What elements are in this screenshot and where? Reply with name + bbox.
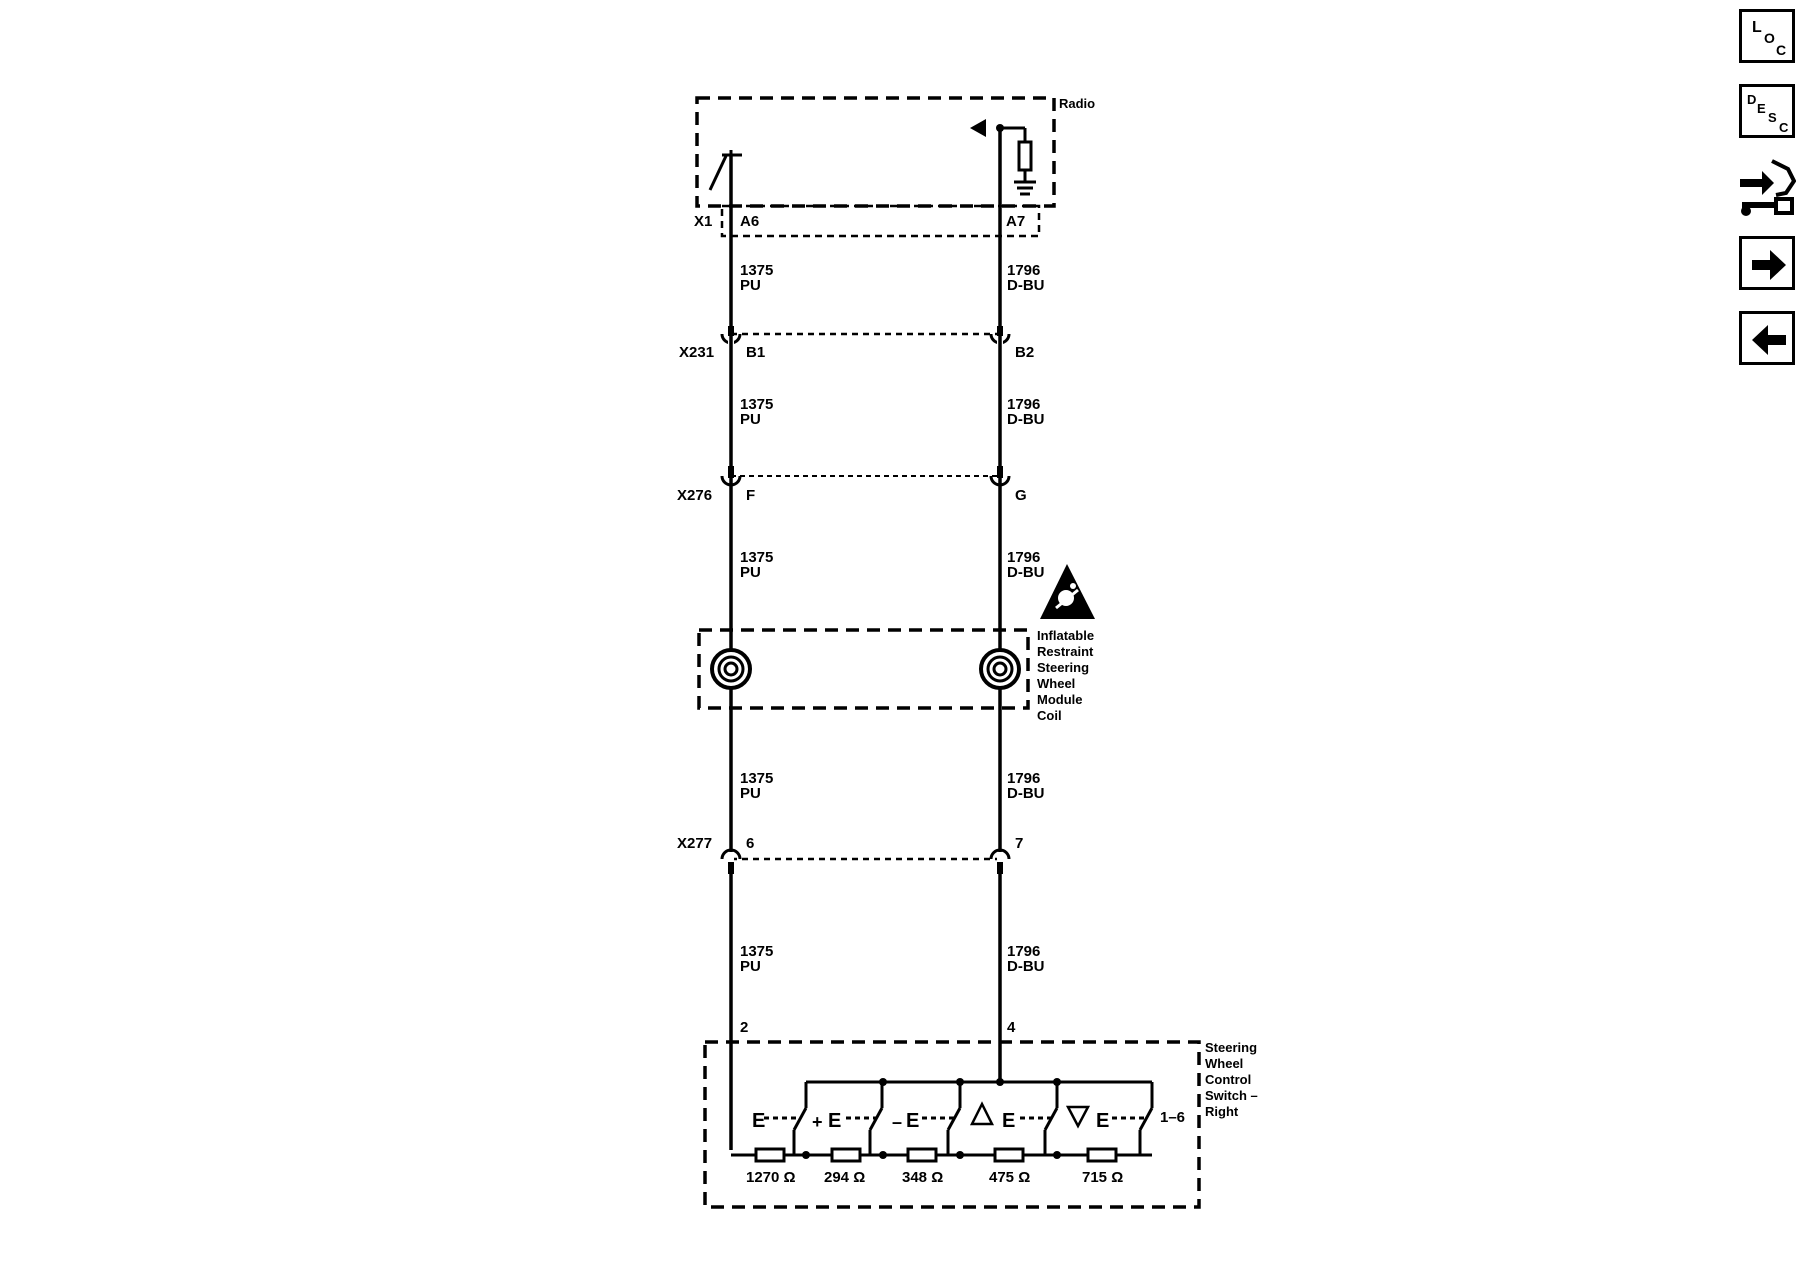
resistor-label-3: 348 Ω <box>902 1169 943 1186</box>
switch-range-label: 1–6 <box>1160 1109 1185 1126</box>
wire-left-color-2: PU <box>740 411 761 428</box>
x277-left-pin: 6 <box>746 835 754 852</box>
wire-left-color-1: PU <box>740 277 761 294</box>
svg-text:Wheel: Wheel <box>1037 676 1075 691</box>
wire-left-circuit-4: 1375 <box>740 770 773 787</box>
location-button[interactable]: L O C <box>1739 9 1795 63</box>
switch-junction-dots <box>802 1078 1061 1159</box>
svg-text:Wheel: Wheel <box>1205 1056 1243 1071</box>
radio-pullup-symbol <box>1000 126 1036 196</box>
resistor-label-4: 475 Ω <box>989 1169 1030 1186</box>
svg-text:Switch –: Switch – <box>1205 1088 1258 1103</box>
connector-tools-icon[interactable] <box>1736 155 1797 221</box>
radio-switch-symbol <box>708 150 742 191</box>
switch-left-pin: 2 <box>740 1019 748 1036</box>
arrow-right-icon <box>1752 250 1786 280</box>
arrow-left-icon <box>1752 325 1786 355</box>
volume-down-triangle-icon <box>1065 1105 1091 1129</box>
x231-left-pin: B1 <box>746 344 765 361</box>
x231-connector-id: X231 <box>679 344 714 361</box>
volume-up-triangle-icon <box>969 1101 995 1126</box>
coil-right-spiral-icon <box>979 648 1021 690</box>
resistor-label-1: 1270 Ω <box>746 1169 796 1186</box>
x277-connector-id: X277 <box>677 835 712 852</box>
resistor-715 <box>1086 1147 1118 1163</box>
svg-text:Control: Control <box>1205 1072 1251 1087</box>
switch-resistors <box>754 1147 1118 1163</box>
switch-symbol-minus: – <box>892 1112 902 1132</box>
svg-text:Steering: Steering <box>1037 660 1089 675</box>
wire-right-circuit-2: 1796 <box>1007 396 1040 413</box>
x277-connector <box>720 848 1011 874</box>
description-button[interactable]: D E S C <box>1739 84 1795 138</box>
wire-left-color-5: PU <box>740 958 761 975</box>
resistor-1270 <box>754 1147 786 1163</box>
next-arrow-button[interactable] <box>1739 236 1795 290</box>
switch-symbol-e-1: E <box>752 1110 765 1132</box>
wire-left-circuit-2: 1375 <box>740 396 773 413</box>
svg-text:L: L <box>1752 19 1762 36</box>
switch-right-pin: 4 <box>1007 1019 1016 1036</box>
x231-right-pin: B2 <box>1015 344 1034 361</box>
coil-label: Inflatable Restraint Steering Wheel Modu… <box>1037 628 1094 723</box>
switch-label: Steering Wheel Control Switch – Right <box>1205 1040 1258 1119</box>
wire-left-circuit-3: 1375 <box>740 549 773 566</box>
wire-right-circuit-5: 1796 <box>1007 943 1040 960</box>
wire-left-color-3: PU <box>740 564 761 581</box>
svg-text:Coil: Coil <box>1037 708 1062 723</box>
resistor-294 <box>830 1147 862 1163</box>
x1-left-pin: A6 <box>740 213 759 230</box>
switch-symbol-e-5: E <box>1096 1110 1109 1132</box>
radio-box <box>695 96 1056 208</box>
wire-right-color-3: D-BU <box>1007 564 1045 581</box>
resistor-475 <box>993 1147 1025 1163</box>
svg-text:Restraint: Restraint <box>1037 644 1094 659</box>
svg-text:Module: Module <box>1037 692 1083 707</box>
wire-right-circuit-3: 1796 <box>1007 549 1040 566</box>
resistor-label-2: 294 Ω <box>824 1169 865 1186</box>
svg-text:D: D <box>1747 92 1756 107</box>
svg-text:S: S <box>1768 110 1777 125</box>
switch-symbol-plus: + <box>812 1112 823 1132</box>
svg-text:C: C <box>1776 42 1786 58</box>
radio-label: Radio <box>1059 96 1095 111</box>
resistor-label-5: 715 Ω <box>1082 1169 1123 1186</box>
wire-right-color-2: D-BU <box>1007 411 1045 428</box>
switch-box <box>703 1040 1201 1209</box>
airbag-warning-icon <box>1040 564 1095 619</box>
x1-right-pin: A7 <box>1006 213 1025 230</box>
radio-output-arrow-icon <box>970 119 986 137</box>
x1-connector-box <box>720 204 1041 238</box>
switch-internal-network <box>731 1080 1154 1157</box>
svg-text:Steering: Steering <box>1205 1040 1257 1055</box>
x231-connector <box>720 326 1011 356</box>
resistor-348 <box>906 1147 938 1163</box>
svg-text:E: E <box>1757 101 1766 116</box>
wire-right-color-5: D-BU <box>1007 958 1045 975</box>
wire-right-circuit-4: 1796 <box>1007 770 1040 787</box>
svg-text:Right: Right <box>1205 1104 1239 1119</box>
svg-text:O: O <box>1764 30 1775 46</box>
wire-right-circuit-1: 1796 <box>1007 262 1040 279</box>
switch-symbol-e-2: E <box>828 1110 841 1132</box>
svg-text:C: C <box>1779 120 1789 135</box>
wire-left-circuit-1: 1375 <box>740 262 773 279</box>
x1-connector-id: X1 <box>694 213 712 230</box>
x276-left-pin: F <box>746 487 755 504</box>
coil-box <box>697 628 1030 710</box>
wire-right-color-4: D-BU <box>1007 785 1045 802</box>
x277-right-pin: 7 <box>1015 835 1023 852</box>
x276-connector-id: X276 <box>677 487 712 504</box>
switch-symbol-e-3: E <box>906 1110 919 1132</box>
svg-text:Inflatable: Inflatable <box>1037 628 1094 643</box>
x276-right-pin: G <box>1015 487 1027 504</box>
wire-left-circuit-5: 1375 <box>740 943 773 960</box>
wire-left-color-4: PU <box>740 785 761 802</box>
coil-left-spiral-icon <box>710 648 752 690</box>
wire-right-color-1: D-BU <box>1007 277 1045 294</box>
x276-connector <box>720 466 1011 487</box>
switch-symbol-e-4: E <box>1002 1110 1015 1132</box>
previous-arrow-button[interactable] <box>1739 311 1795 365</box>
